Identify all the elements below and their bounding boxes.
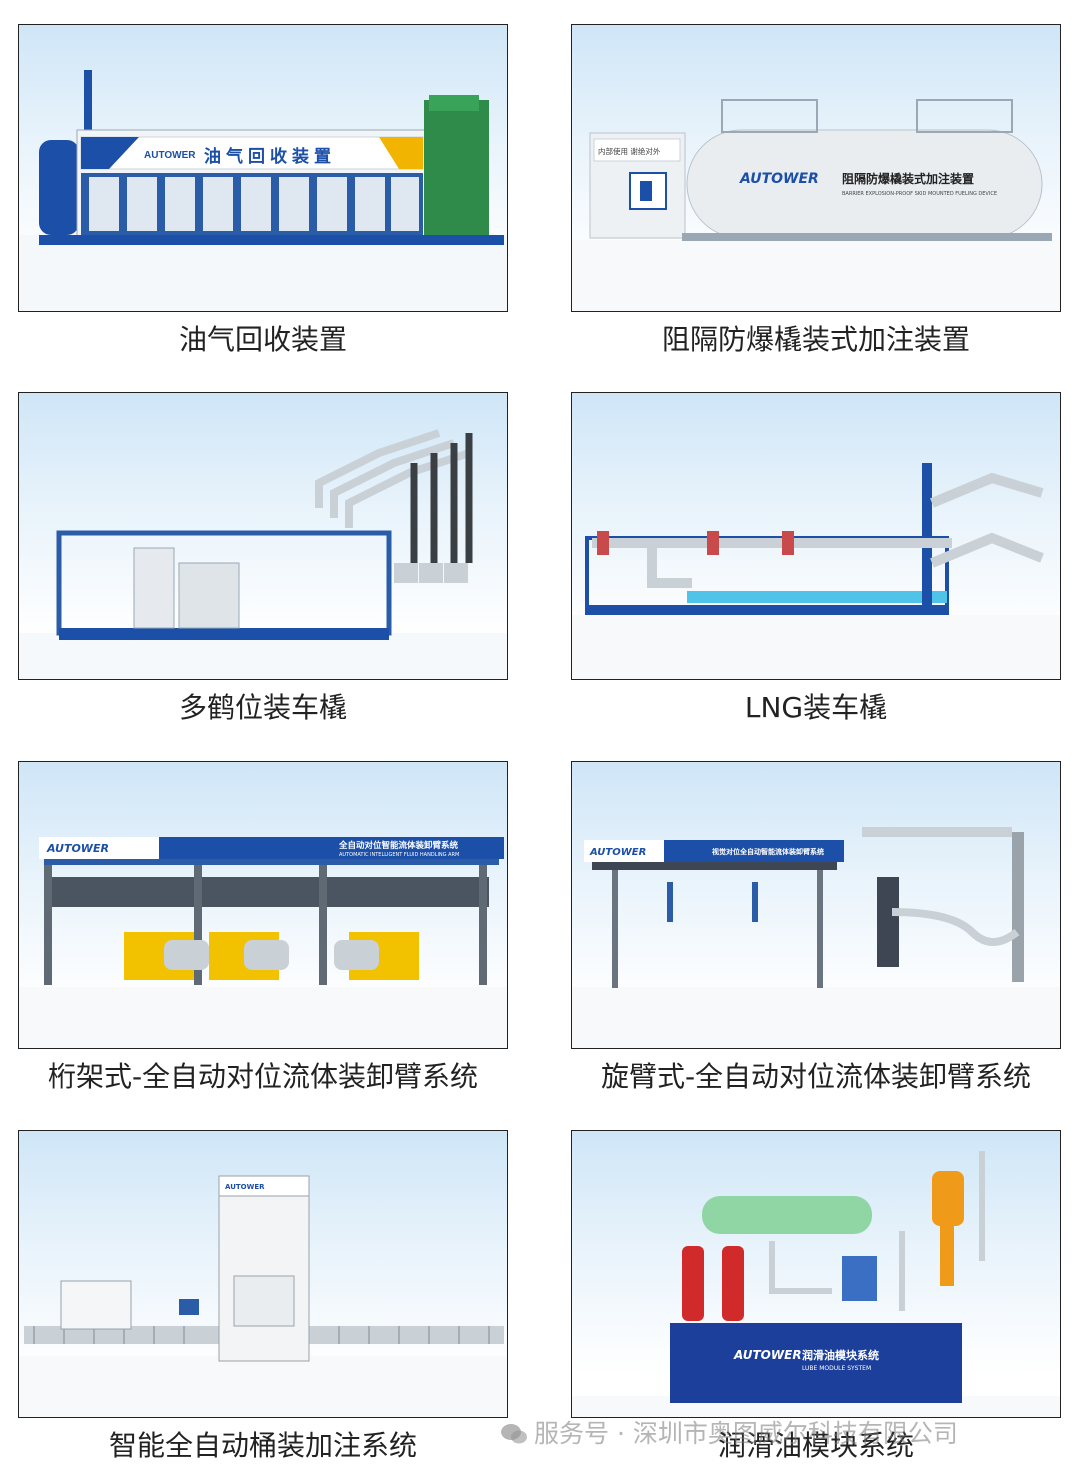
product-caption: 阻隔防爆橇装式加注装置	[661, 323, 970, 356]
product-caption: LNG装车橇	[744, 691, 888, 724]
panel-sub: AUTOMATIC INTELLIGENT FLUID HANDLING ARM	[339, 852, 459, 858]
product-image-multi-arm-loading-skid	[18, 392, 508, 680]
door-label: 内部使用 谢绝对外	[598, 146, 661, 156]
panel-logo: AUTOWER	[46, 842, 109, 855]
product-image-lng-loading-skid	[571, 392, 1061, 680]
product-caption: 桁架式-全自动对位流体装卸臂系统	[47, 1060, 479, 1093]
watermark: 服务号 · 深圳市奥图威尔科技有限公司	[500, 1414, 958, 1450]
panel-logo: AUTOWER	[589, 847, 646, 858]
product-caption: 油气回收装置	[178, 323, 347, 356]
panel-logo: AUTOWER	[739, 171, 819, 187]
panel-logo: AUTOWER	[144, 150, 196, 161]
product-image-explosion-proof-skid: 内部使用 谢绝对外 AUTOWER 阻隔防爆橇装式加注装置 BARRIER EX…	[571, 24, 1061, 312]
panel-label: 油气回收装置	[204, 146, 336, 167]
product-image-vapor-recovery: AUTOWER 油气回收装置	[18, 24, 508, 312]
panel-sub: BARRIER EXPLOSION-PROOF SKID MOUNTED FUE…	[842, 191, 997, 197]
panel-label: 视觉对位全自动智能流体装卸臂系统	[712, 847, 824, 856]
watermark-text: 服务号 · 深圳市奥图威尔科技有限公司	[534, 1419, 958, 1448]
wechat-icon	[500, 1422, 528, 1444]
panel-label: 全自动对位智能流体装卸臂系统	[338, 840, 459, 851]
product-image-drum-filling-system: AUTOWER	[18, 1130, 508, 1418]
product-caption: 润滑油模块系统	[717, 1429, 914, 1462]
product-caption: 旋臂式-全自动对位流体装卸臂系统	[600, 1060, 1032, 1093]
product-image-lube-module: AUTOWER 润滑油模块系统 LUBE MODULE SYSTEM	[571, 1130, 1061, 1418]
panel-label: 润滑油模块系统	[802, 1348, 879, 1362]
product-image-gantry-loading-arm: AUTOWER 全自动对位智能流体装卸臂系统 AUTOMATIC INTELLI…	[18, 761, 508, 1049]
product-image-swing-arm-loading: AUTOWER 视觉对位全自动智能流体装卸臂系统	[571, 761, 1061, 1049]
product-caption: 智能全自动桶装加注系统	[108, 1429, 417, 1462]
panel-label: 阻隔防爆橇装式加注装置	[842, 171, 974, 186]
panel-sub: LUBE MODULE SYSTEM	[802, 1365, 871, 1372]
panel-logo: AUTOWER	[225, 1183, 265, 1191]
panel-logo: AUTOWER	[733, 1348, 802, 1362]
product-caption: 多鹤位装车橇	[178, 691, 347, 724]
